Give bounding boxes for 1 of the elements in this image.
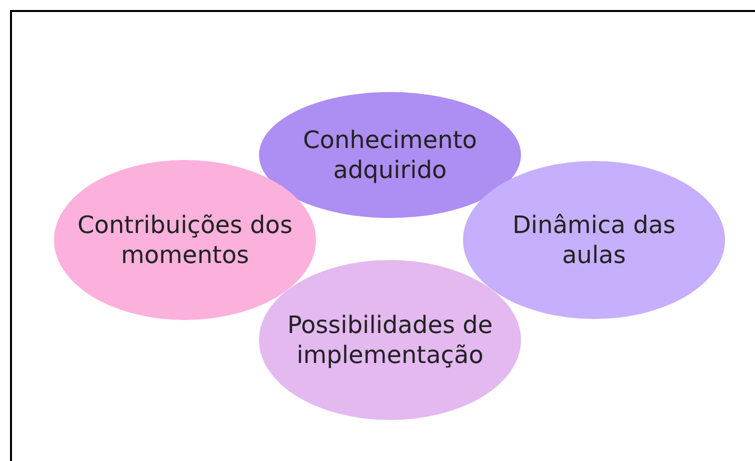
ellipse-node: Possibilidades de implementação bbox=[259, 260, 521, 420]
